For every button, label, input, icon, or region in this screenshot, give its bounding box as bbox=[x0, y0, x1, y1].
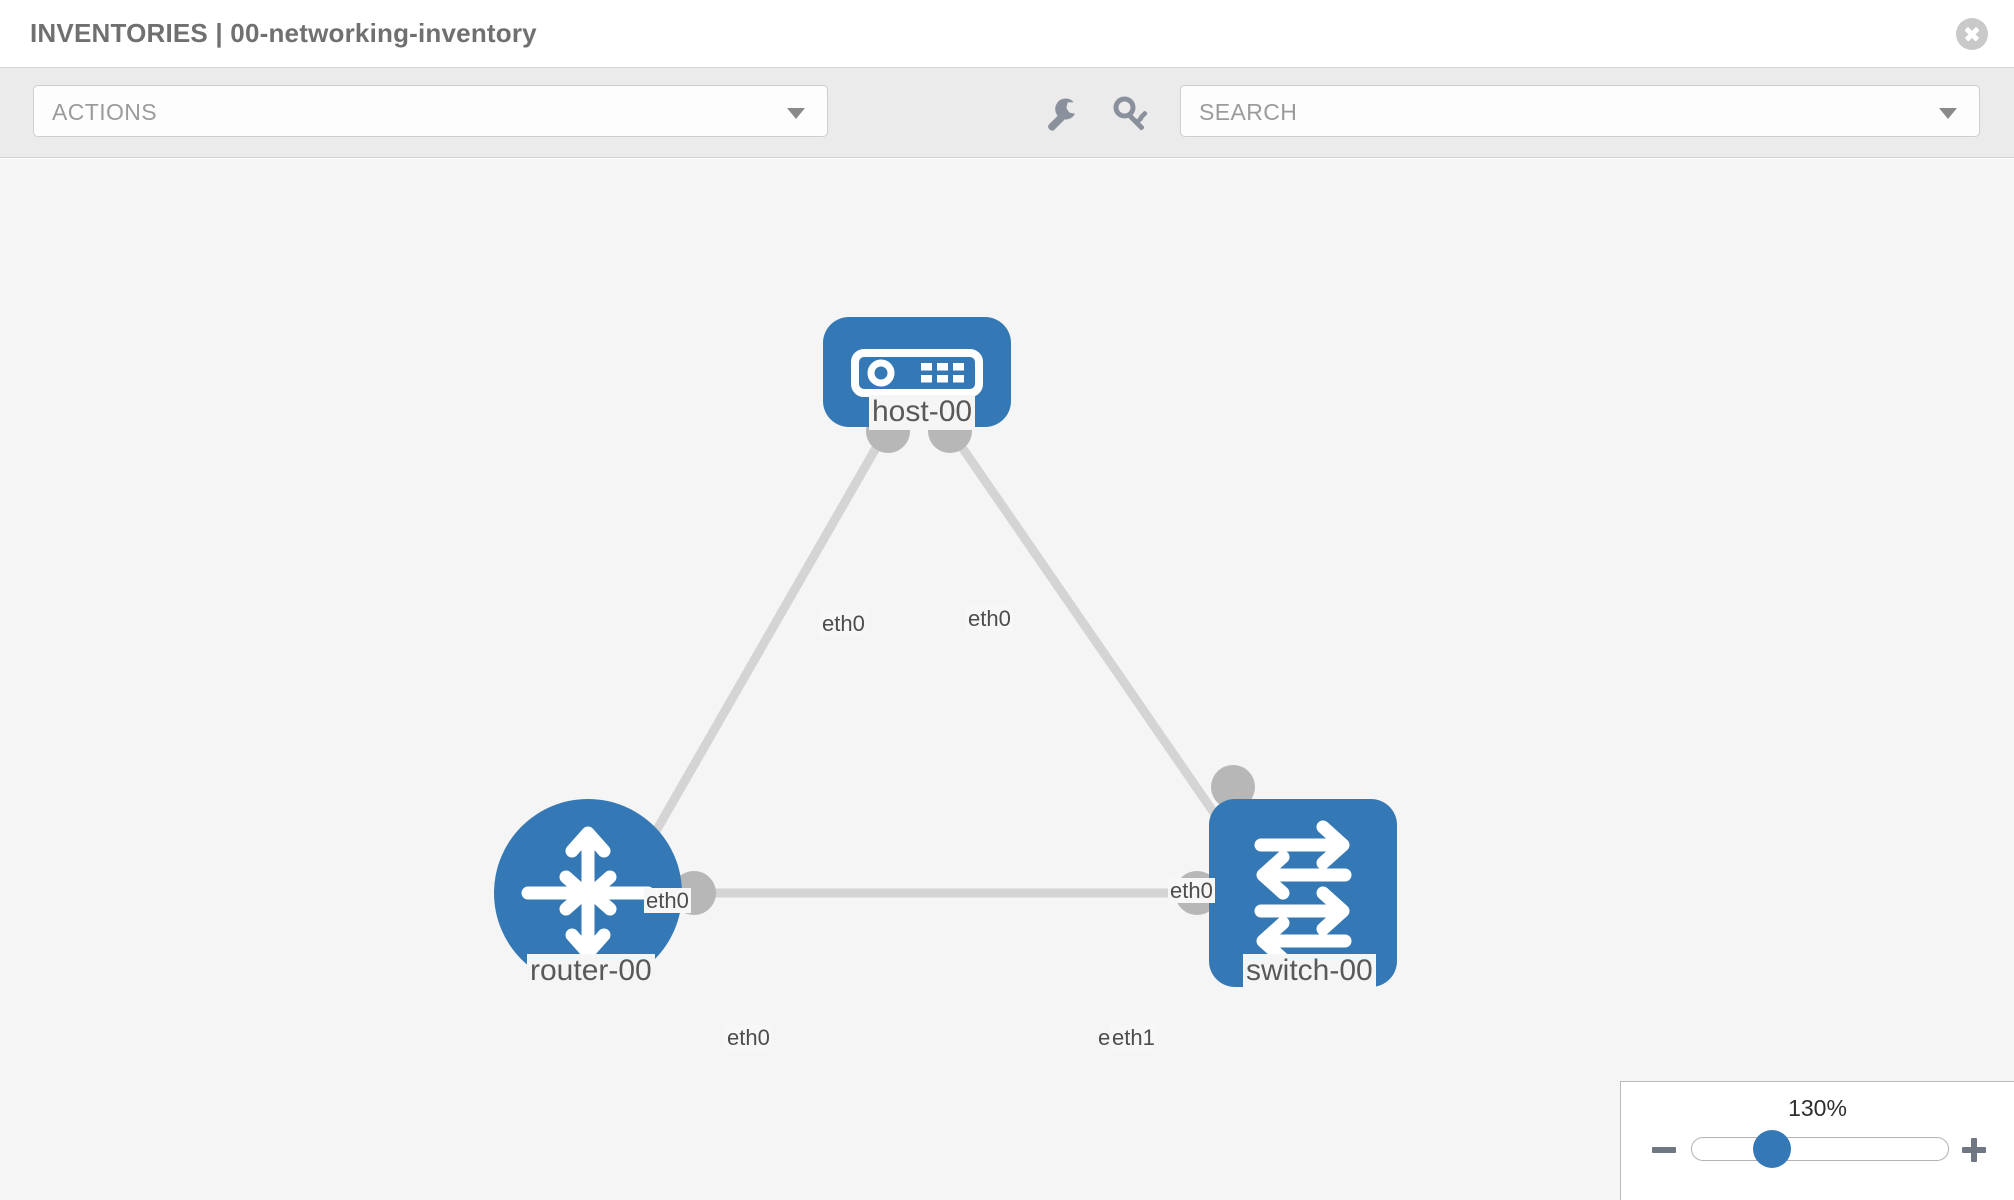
iface-label-router-up: eth0 bbox=[644, 888, 691, 914]
iface-label-host-left: eth0 bbox=[820, 611, 867, 637]
zoom-control-panel: 130% bbox=[1620, 1081, 2014, 1200]
zoom-level-value: 130% bbox=[1788, 1095, 1847, 1121]
switch-arrows-icon bbox=[1254, 820, 1352, 966]
zoom-slider-track[interactable] bbox=[1691, 1137, 1949, 1161]
link-host-switch bbox=[944, 424, 1236, 842]
node-label-switch-00: switch-00 bbox=[1243, 954, 1376, 989]
chevron-down-icon bbox=[1939, 108, 1957, 119]
iface-label-switch-up: eth0 bbox=[1168, 878, 1215, 904]
topology-links-layer bbox=[636, 409, 1255, 915]
iface-label-router-right: eth0 bbox=[725, 1025, 772, 1051]
search-input[interactable]: SEARCH bbox=[1180, 85, 1980, 137]
actions-dropdown[interactable]: ACTIONS bbox=[33, 85, 828, 137]
actions-dropdown-label: ACTIONS bbox=[52, 99, 158, 125]
page-title: INVENTORIES | 00-networking-inventory bbox=[30, 18, 537, 48]
chevron-down-icon bbox=[787, 108, 805, 119]
close-icon[interactable] bbox=[1956, 18, 1988, 50]
server-icon bbox=[851, 349, 983, 397]
search-placeholder: SEARCH bbox=[1199, 99, 1298, 125]
minus-icon[interactable] bbox=[1649, 1134, 1679, 1164]
node-label-router-00: router-00 bbox=[527, 954, 655, 989]
iface-label-host-right: eth0 bbox=[966, 606, 1013, 632]
plus-icon[interactable] bbox=[1959, 1134, 1989, 1164]
node-label-host-00: host-00 bbox=[869, 395, 976, 430]
connector-switch-up bbox=[1211, 765, 1255, 809]
topology-canvas[interactable]: host-00 router-00 switch-00 eth0 eth0 et… bbox=[0, 159, 2014, 1200]
page-header: INVENTORIES | 00-networking-inventory bbox=[0, 0, 2014, 68]
key-icon[interactable] bbox=[1111, 94, 1151, 134]
iface-label-switch-left-front: eth1 bbox=[1110, 1025, 1157, 1051]
wrench-icon[interactable] bbox=[1043, 94, 1083, 134]
router-arrows-icon bbox=[521, 826, 655, 960]
link-host-router bbox=[636, 424, 892, 862]
zoom-slider-thumb[interactable] bbox=[1753, 1130, 1791, 1168]
